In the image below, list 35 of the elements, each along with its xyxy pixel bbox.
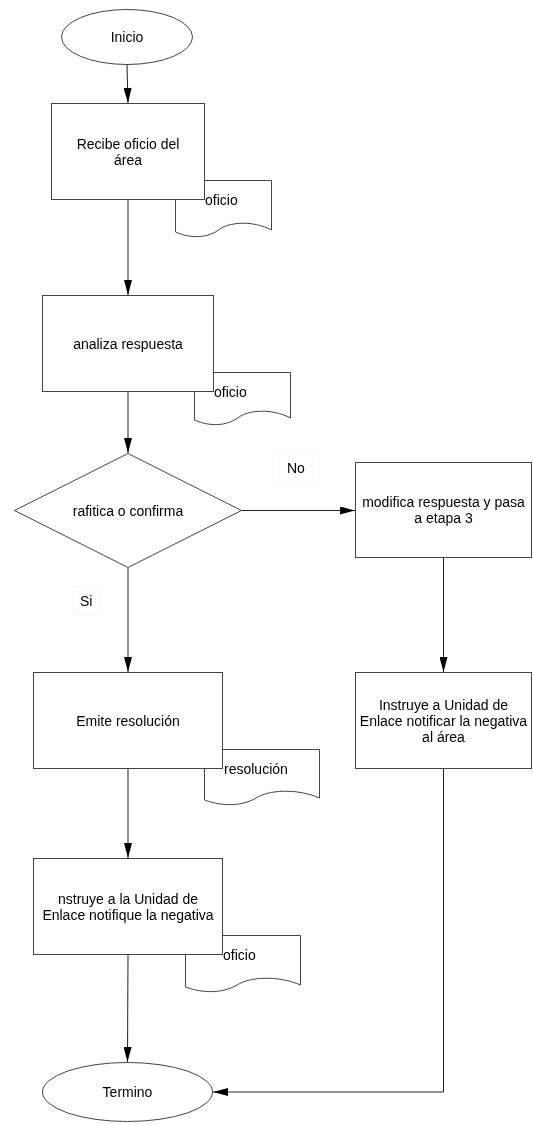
step-text: Emite resolución: [75, 712, 181, 729]
document-label: resolución: [224, 761, 288, 777]
step-text: nstruye a la Unidad de Enlace notifique la negativa: [41, 890, 215, 923]
step-text: modifica respuesta y pasa a etapa 3: [361, 494, 526, 526]
document-label: oficio: [223, 947, 256, 963]
process-box: [33, 858, 223, 955]
arrow: [124, 391, 132, 454]
step-text: Inicio: [110, 29, 144, 45]
edge-label: No: [279, 453, 313, 483]
arrow: [124, 768, 132, 859]
edge-label: Si: [72, 586, 101, 616]
document-shape: [194, 372, 291, 426]
arrow: [212, 768, 444, 1096]
document-shape: [204, 749, 320, 806]
arrow: [124, 199, 132, 296]
terminal-ellipse: [61, 9, 193, 65]
arrow: [124, 567, 132, 673]
process-box: [33, 672, 223, 769]
step-text: rafitica o confirma: [72, 502, 184, 519]
document-label: oficio: [214, 384, 247, 400]
step-text: analiza respuesta: [72, 335, 184, 352]
process-box: [355, 462, 532, 558]
arrow: [123, 64, 132, 104]
arrow: [241, 506, 356, 515]
step-text: Termino: [102, 1084, 153, 1100]
process-box: [51, 103, 205, 200]
process-box: [42, 295, 214, 392]
document-label: oficio: [205, 192, 238, 208]
terminal-ellipse: [42, 1062, 213, 1122]
process-box: [355, 672, 532, 769]
arrow: [439, 557, 448, 673]
decision-diamond: [14, 453, 242, 568]
step-text: Recibe oficio del área: [75, 135, 181, 168]
step-text: Instruye a Unidad de Enlace notificar la negativa al área: [358, 696, 529, 745]
arrow: [123, 954, 132, 1063]
